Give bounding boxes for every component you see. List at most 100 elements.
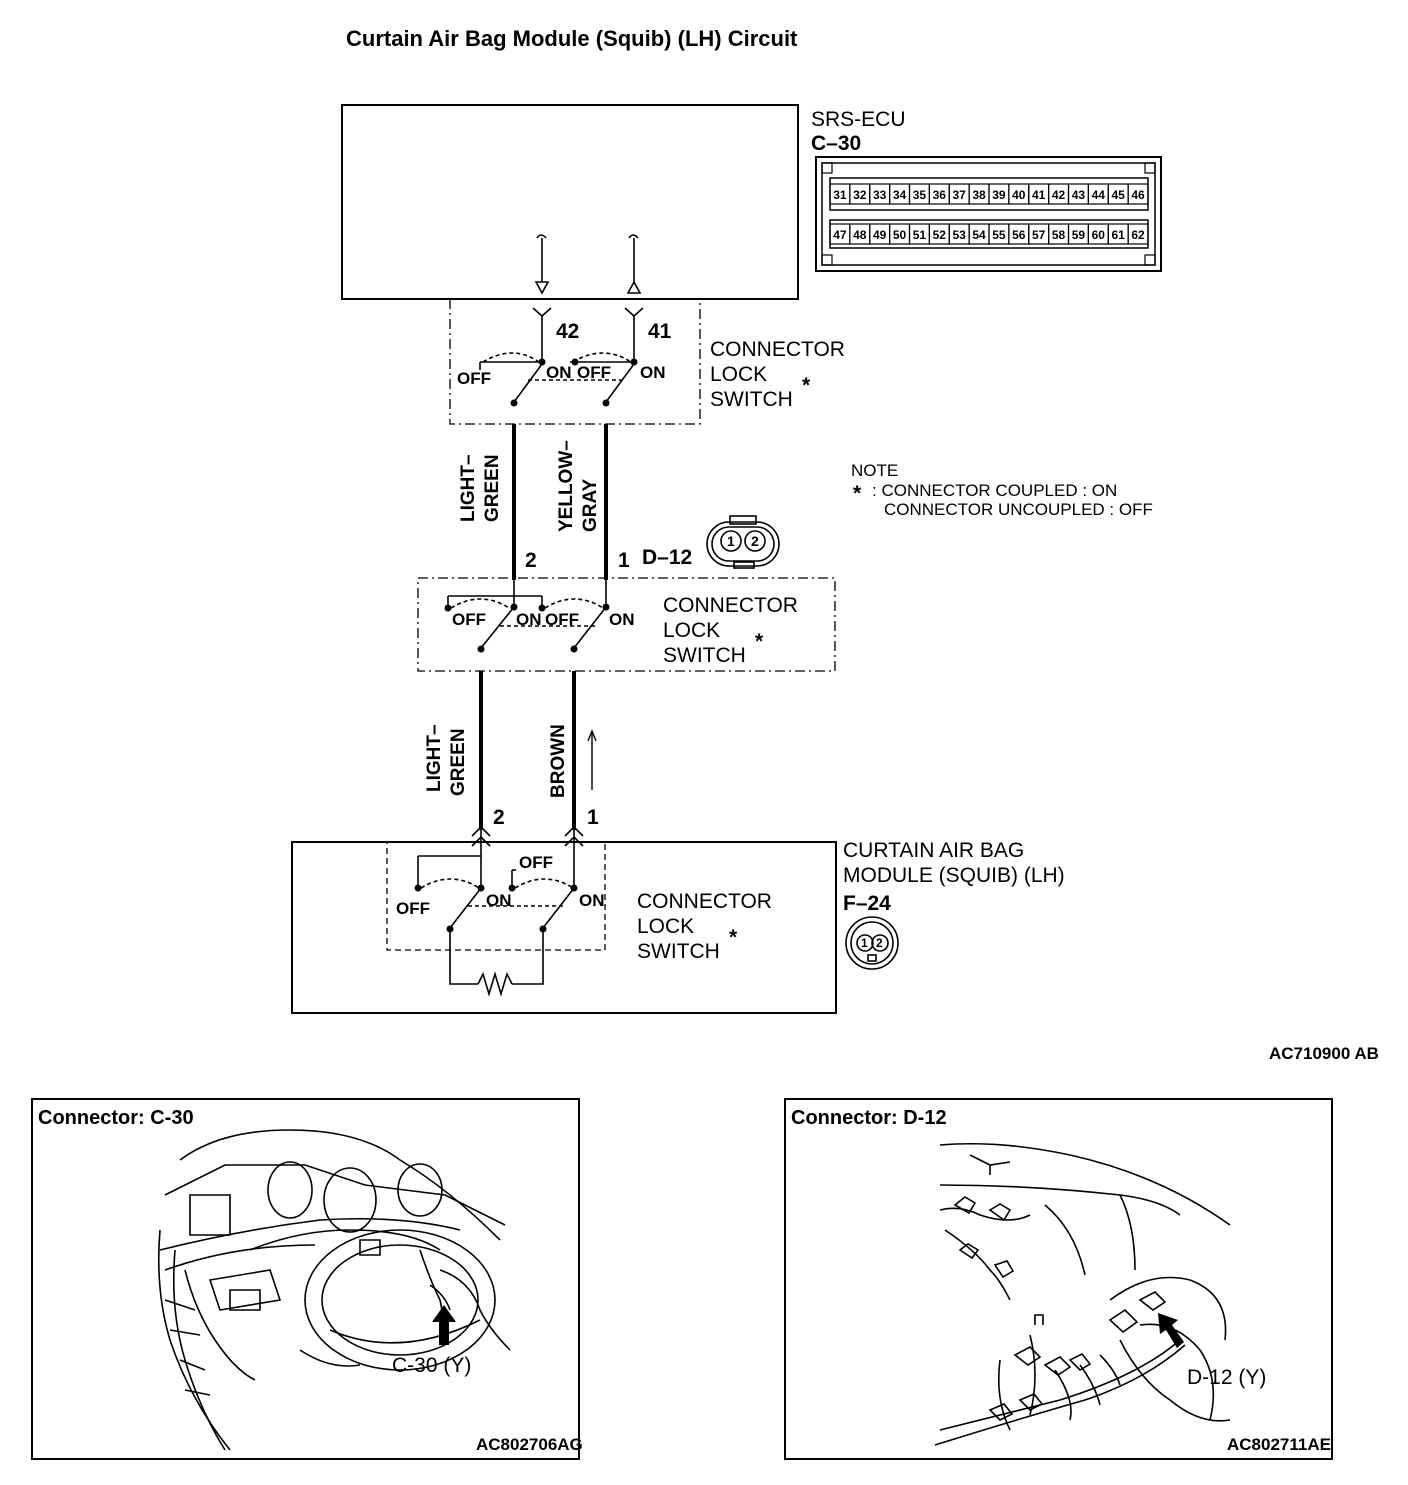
module-connector-code: F–24 bbox=[843, 892, 891, 915]
upper-switch-contacts bbox=[510, 358, 638, 407]
panel-d12 bbox=[784, 1098, 1333, 1460]
middle-switch-label-lock: LOCK bbox=[663, 619, 720, 642]
middle-switch-asterisk: * bbox=[755, 630, 764, 653]
upper-wires bbox=[512, 424, 608, 580]
c30-pin-label: 44 bbox=[1092, 188, 1106, 202]
current-flow-arrow bbox=[587, 729, 597, 790]
module-switch-label-lock: LOCK bbox=[637, 915, 694, 938]
d12-face-1: 1 bbox=[727, 533, 735, 549]
diagram-code: AC710900 AB bbox=[1269, 1044, 1379, 1063]
c30-pin-label: 51 bbox=[913, 228, 927, 242]
middle-switch-on-right: ON bbox=[609, 610, 635, 629]
curtain-air-bag-module-box bbox=[291, 841, 837, 1014]
panel-d12-title: Connector: D-12 bbox=[791, 1107, 947, 1129]
module-name-line-2: MODULE (SQUIB) (LH) bbox=[843, 864, 1065, 887]
module-switch-on-left: ON bbox=[486, 891, 512, 910]
panel-d12-callout: D-12 (Y) bbox=[1187, 1366, 1266, 1389]
wire-yellow-gray-1: YELLOW– bbox=[556, 440, 577, 532]
c30-location-arrow bbox=[432, 1305, 456, 1345]
c30-pin-label: 62 bbox=[1131, 228, 1145, 242]
upper-switch-off-left: OFF bbox=[457, 369, 491, 388]
c30-pin-label: 45 bbox=[1112, 188, 1126, 202]
c30-pin-label: 59 bbox=[1072, 228, 1086, 242]
c30-pin-label: 39 bbox=[992, 188, 1006, 202]
c30-pin-label: 40 bbox=[1012, 188, 1026, 202]
middle-switch-on-left: ON bbox=[516, 610, 542, 629]
upper-switch-asterisk: * bbox=[802, 374, 811, 397]
panel-c30-callout: C-30 (Y) bbox=[392, 1354, 471, 1377]
module-connector-lock-switch-box bbox=[386, 841, 606, 951]
ecu-pin-41: 41 bbox=[648, 320, 672, 343]
module-switch-label-connector: CONNECTOR bbox=[637, 890, 772, 913]
c30-pin-label: 42 bbox=[1052, 188, 1066, 202]
c30-pin-label: 37 bbox=[953, 188, 967, 202]
srs-ecu-label: SRS-ECU bbox=[811, 108, 906, 131]
middle-switch-off-left: OFF bbox=[452, 610, 486, 629]
middle-switch-mechanism bbox=[447, 580, 607, 649]
c30-pin-label: 53 bbox=[953, 228, 967, 242]
f24-connector-face bbox=[845, 916, 899, 970]
wire-yellow-gray-2: GRAY bbox=[580, 479, 601, 532]
d12-code: D–12 bbox=[642, 546, 692, 569]
c30-pin-label: 57 bbox=[1032, 228, 1046, 242]
c30-pin-label: 46 bbox=[1131, 188, 1145, 202]
module-pin-1: 1 bbox=[587, 806, 599, 829]
ecu-internal-terminals bbox=[534, 234, 642, 295]
f24-face-2: 2 bbox=[876, 936, 883, 950]
c30-pin-label: 56 bbox=[1012, 228, 1026, 242]
note-asterisk: * bbox=[853, 482, 862, 505]
d12-connector-lock-switch-box bbox=[417, 577, 836, 672]
dashboard-illustration bbox=[157, 1129, 511, 1451]
module-switch-asterisk: * bbox=[729, 926, 738, 949]
middle-switch-label-connector: CONNECTOR bbox=[663, 594, 798, 617]
d12-face-2: 2 bbox=[751, 533, 759, 549]
upper-switch-off-right: OFF bbox=[577, 363, 611, 382]
note-line-2: CONNECTOR UNCOUPLED : OFF bbox=[884, 500, 1153, 519]
ecu-pin-42: 42 bbox=[556, 320, 579, 343]
module-switch-mechanism bbox=[417, 855, 575, 997]
c30-pin-label: 43 bbox=[1072, 188, 1086, 202]
note-heading: NOTE bbox=[851, 461, 898, 480]
panel-c30 bbox=[31, 1098, 580, 1460]
c30-pin-label: 61 bbox=[1112, 228, 1126, 242]
upper-switch-label-switch: SWITCH bbox=[710, 388, 793, 411]
d12-connector-face bbox=[706, 515, 780, 569]
upper-switch-on-left: ON bbox=[546, 363, 572, 382]
c30-pin-label: 52 bbox=[933, 228, 947, 242]
note-line-1: : CONNECTOR COUPLED : ON bbox=[872, 481, 1117, 500]
panel-c30-code: AC802706AG bbox=[476, 1435, 583, 1454]
wire-brown: BROWN bbox=[548, 724, 569, 798]
middle-switch-off-right: OFF bbox=[545, 610, 579, 629]
d12-location-arrow bbox=[1158, 1313, 1184, 1348]
diagram-title: Curtain Air Bag Module (Squib) (LH) Circ… bbox=[346, 26, 798, 51]
middle-switch-contacts bbox=[444, 603, 610, 653]
module-switch-off-left: OFF bbox=[396, 899, 430, 918]
module-switch-label-switch: SWITCH bbox=[637, 940, 720, 963]
srs-ecu-box bbox=[341, 104, 799, 300]
c30-pin-label: 58 bbox=[1052, 228, 1066, 242]
upper-switch-on-right: ON bbox=[640, 363, 666, 382]
module-switch-off-top: OFF bbox=[519, 853, 553, 872]
panel-c30-title: Connector: C-30 bbox=[38, 1107, 194, 1129]
wire-light-green-lower-1: LIGHT– bbox=[424, 724, 445, 792]
wire-light-green-lower-2: GREEN bbox=[448, 728, 469, 796]
c30-pin-label: 35 bbox=[913, 188, 927, 202]
c30-pin-label: 55 bbox=[992, 228, 1006, 242]
ecu-connector-lock-switch-box bbox=[449, 298, 701, 425]
c30-pin-cell bbox=[1127, 183, 1149, 205]
srs-ecu-connector-code: C–30 bbox=[811, 132, 861, 155]
d12-pin-2: 2 bbox=[525, 549, 537, 572]
c30-pin-label: 60 bbox=[1092, 228, 1106, 242]
c30-pin-label: 50 bbox=[893, 228, 907, 242]
module-terminals bbox=[471, 825, 584, 888]
upper-switch-mechanism bbox=[479, 352, 635, 403]
middle-switch-label-switch: SWITCH bbox=[663, 644, 746, 667]
c30-pin-label: 33 bbox=[873, 188, 887, 202]
c30-pin-label: 31 bbox=[833, 188, 847, 202]
c30-pin-label: 36 bbox=[933, 188, 947, 202]
upper-switch-label-connector: CONNECTOR bbox=[710, 338, 845, 361]
c30-pin-label: 49 bbox=[873, 228, 887, 242]
c30-pin-label: 48 bbox=[853, 228, 867, 242]
